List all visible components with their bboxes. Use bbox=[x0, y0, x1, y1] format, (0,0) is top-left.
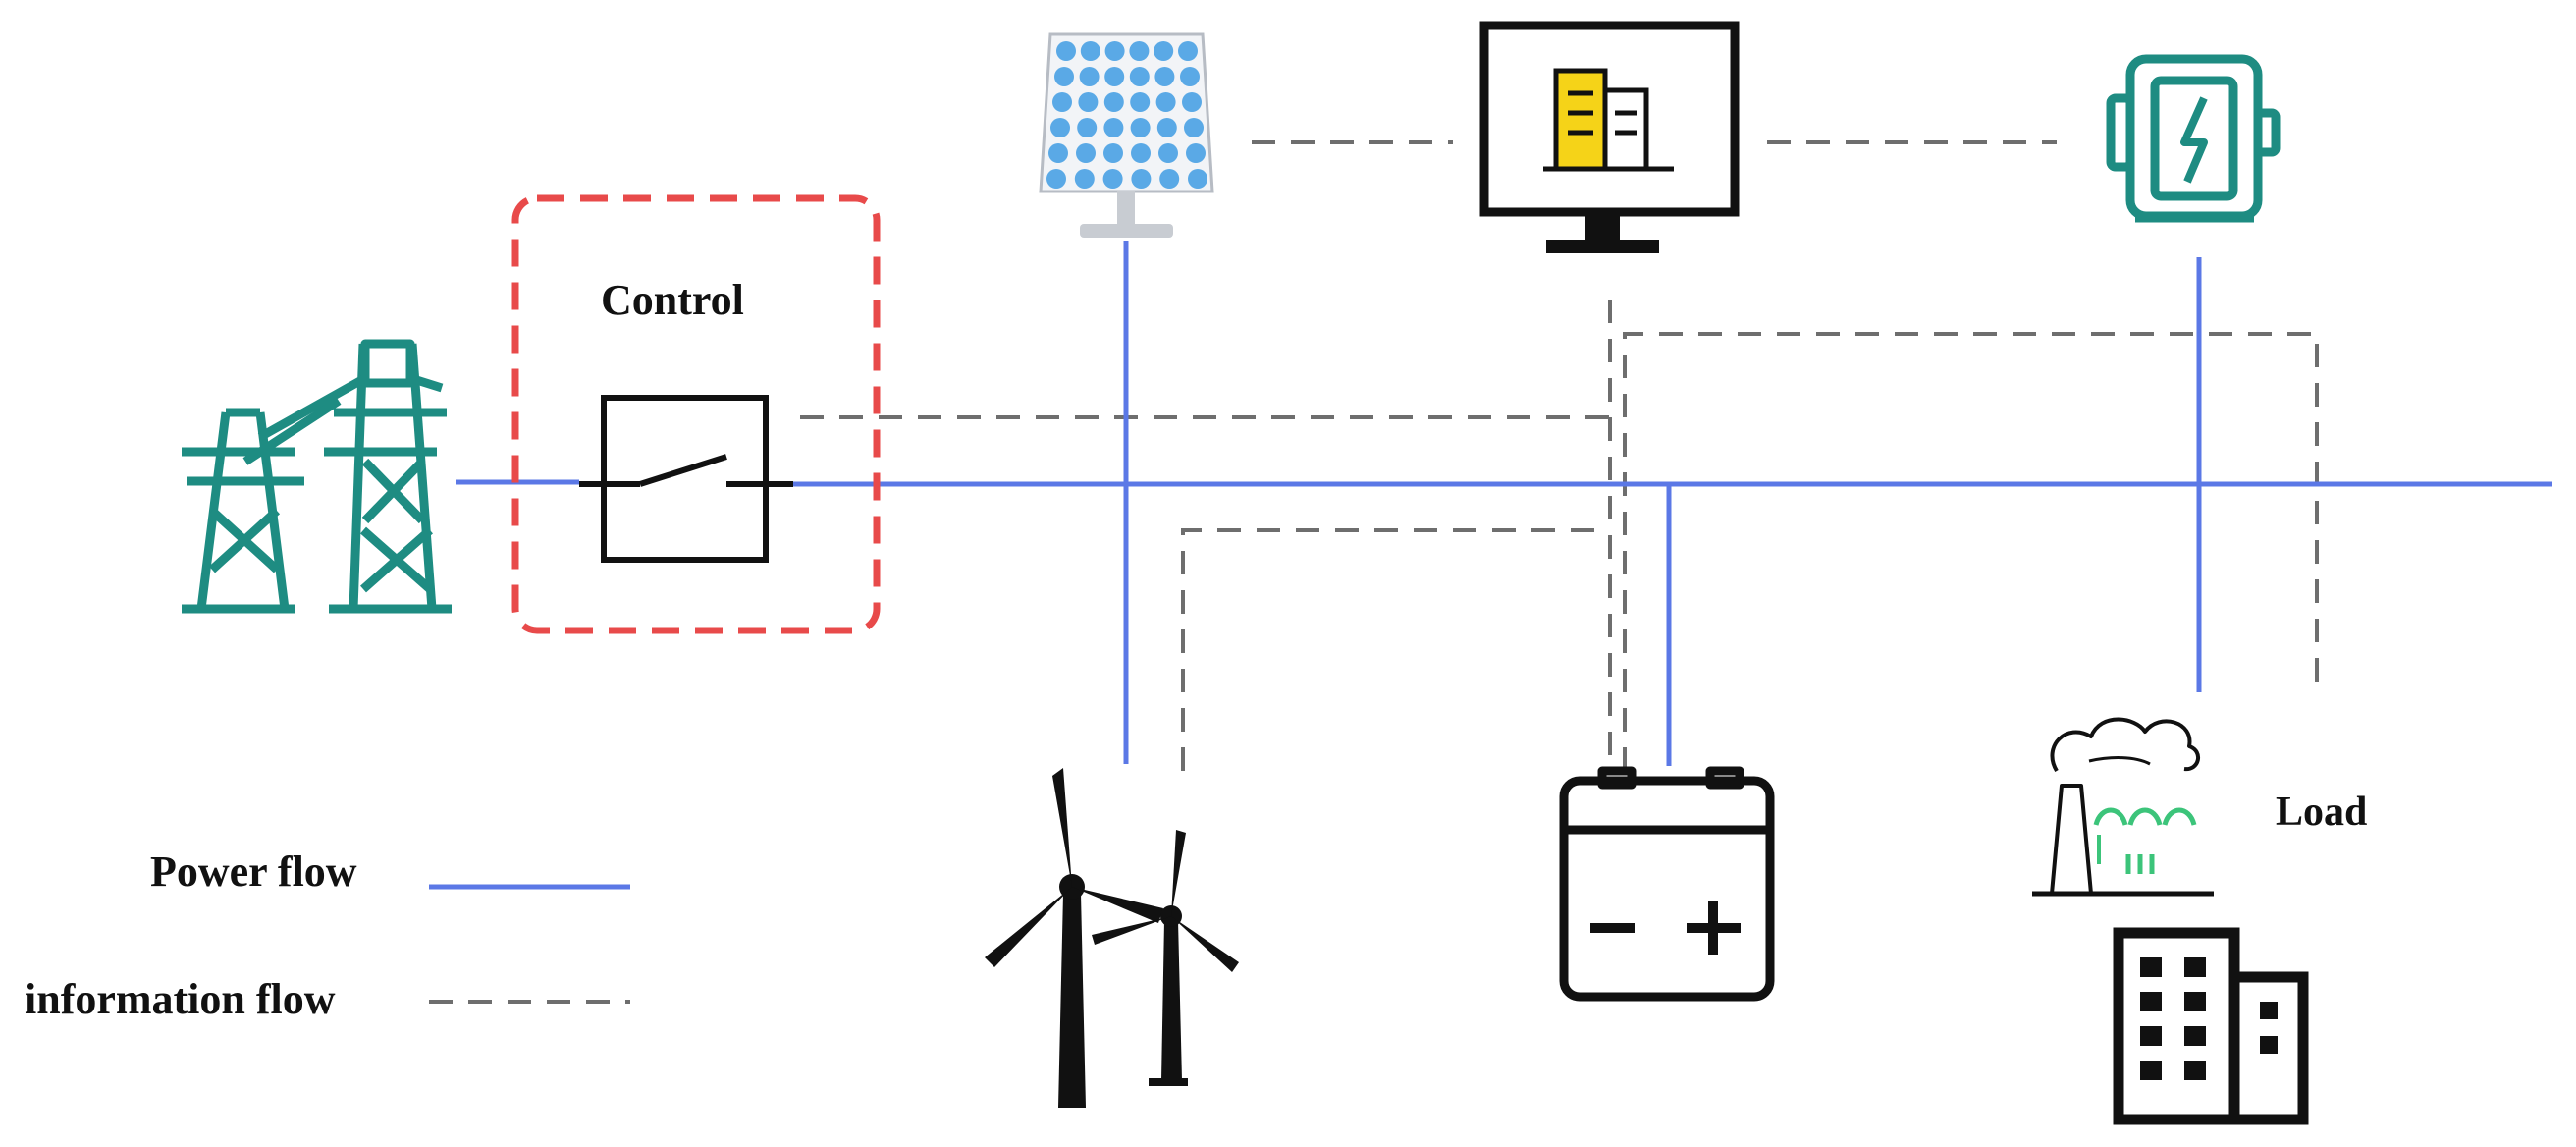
solar-cell bbox=[1156, 118, 1177, 137]
office-building-icon bbox=[2113, 927, 2309, 1125]
solar-cell bbox=[1050, 118, 1070, 137]
information-flow-lines bbox=[800, 140, 2319, 771]
solar-cell bbox=[1131, 169, 1152, 189]
control-box bbox=[511, 194, 881, 634]
solar-cell bbox=[1104, 41, 1125, 61]
solar-cell bbox=[1129, 67, 1150, 86]
solar-cell bbox=[1102, 169, 1123, 189]
wind-turbines-icon bbox=[985, 768, 1239, 1108]
load-label: Load bbox=[2276, 790, 2367, 835]
solar-cell bbox=[1155, 92, 1176, 112]
solar-cell bbox=[1154, 67, 1175, 86]
solar-cell bbox=[1103, 118, 1124, 137]
solar-cell bbox=[1056, 41, 1076, 61]
solar-cell bbox=[1052, 92, 1072, 112]
solar-cell bbox=[1130, 118, 1151, 137]
solar-cell bbox=[1159, 169, 1180, 189]
solar-cell bbox=[1158, 143, 1178, 163]
solar-panel-icon bbox=[1039, 32, 1214, 238]
solar-cell bbox=[1076, 143, 1096, 163]
solar-cell bbox=[1129, 41, 1150, 61]
solar-cell bbox=[1186, 143, 1206, 163]
legend: Power flow information flow bbox=[25, 847, 630, 1023]
monitor-building-icon bbox=[1479, 21, 1740, 253]
solar-cell bbox=[1103, 92, 1124, 112]
solar-cell bbox=[1046, 169, 1066, 189]
solar-cell bbox=[1054, 67, 1074, 86]
control-label: Control bbox=[601, 276, 744, 324]
power-flow-lines bbox=[456, 241, 2552, 766]
solar-cell bbox=[1048, 143, 1068, 163]
solar-cell bbox=[1184, 118, 1204, 137]
solar-cell bbox=[1188, 169, 1208, 189]
solar-cell bbox=[1074, 169, 1095, 189]
solar-cell bbox=[1130, 92, 1151, 112]
battery-icon bbox=[1559, 766, 1775, 1002]
solar-cell bbox=[1079, 67, 1100, 86]
solar-cell bbox=[1104, 67, 1125, 86]
switch-icon bbox=[579, 395, 793, 563]
solar-cell bbox=[1180, 67, 1200, 86]
solar-cell bbox=[1182, 92, 1202, 112]
solar-cell bbox=[1078, 92, 1099, 112]
solar-cell bbox=[1131, 143, 1151, 163]
solar-cell bbox=[1178, 41, 1198, 61]
factory-icon bbox=[2032, 717, 2214, 897]
legend-power-flow-label: Power flow bbox=[150, 847, 357, 896]
legend-information-flow-label: information flow bbox=[25, 975, 336, 1023]
transmission-tower-icon bbox=[182, 339, 452, 614]
solar-cell bbox=[1080, 41, 1100, 61]
energy-storage-icon bbox=[2106, 54, 2281, 223]
solar-cell bbox=[1103, 143, 1123, 163]
solar-cell bbox=[1154, 41, 1174, 61]
solar-cell bbox=[1077, 118, 1098, 137]
